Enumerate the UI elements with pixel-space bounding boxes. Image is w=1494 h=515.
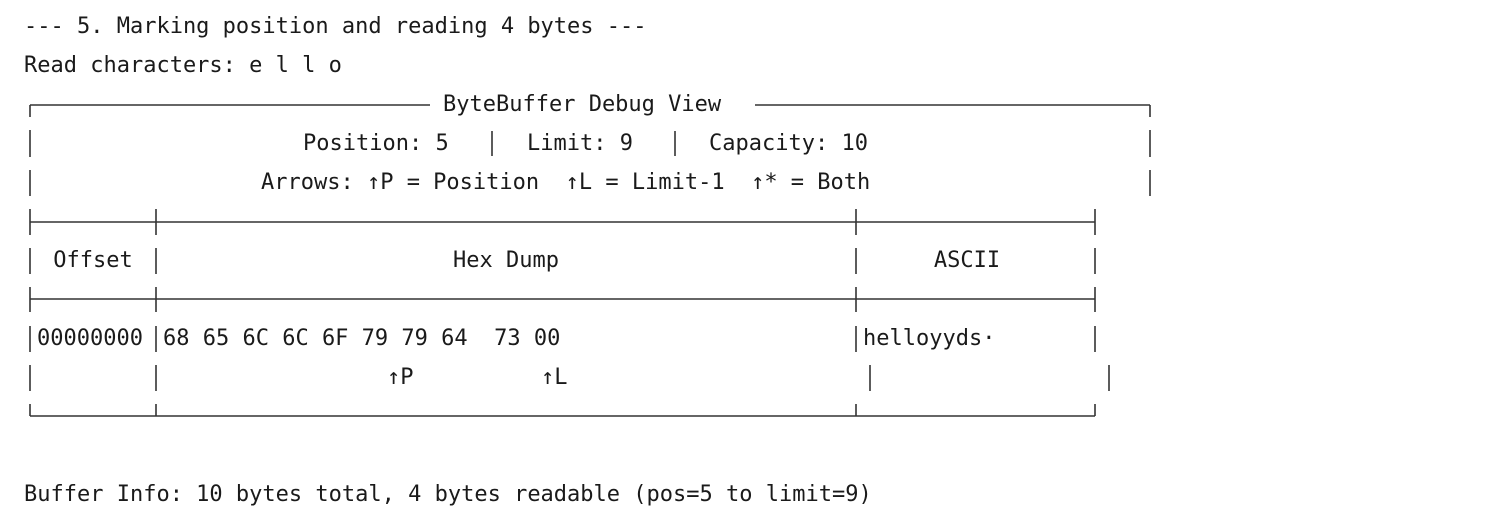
limit-marker: ↑L <box>541 365 568 390</box>
read-characters-line: Read characters: e l l o <box>24 53 342 78</box>
buffer-info-line: Buffer Info: 10 bytes total, 4 bytes rea… <box>24 482 872 507</box>
arrows-legend: Arrows: ↑P = Position ↑L = Limit-1 ↑* = … <box>261 170 871 195</box>
limit-value: Limit: 9 <box>527 131 633 156</box>
row-ascii: helloyyds· <box>863 326 996 351</box>
column-header-ascii: ASCII <box>933 248 1001 273</box>
position-value: Position: 5 <box>303 131 449 156</box>
row-hex-bytes: 68 65 6C 6C 6F 79 79 64 73 00 <box>163 326 561 351</box>
column-header-hex-dump: Hex Dump <box>453 248 559 273</box>
row-offset: 00000000 <box>37 326 143 351</box>
capacity-value: Capacity: 10 <box>709 131 868 156</box>
column-header-offset: Offset <box>53 248 133 273</box>
section-title: --- 5. Marking position and reading 4 by… <box>24 14 647 39</box>
debug-view-title: ByteBuffer Debug View <box>443 92 722 117</box>
position-marker: ↑P <box>387 365 414 390</box>
